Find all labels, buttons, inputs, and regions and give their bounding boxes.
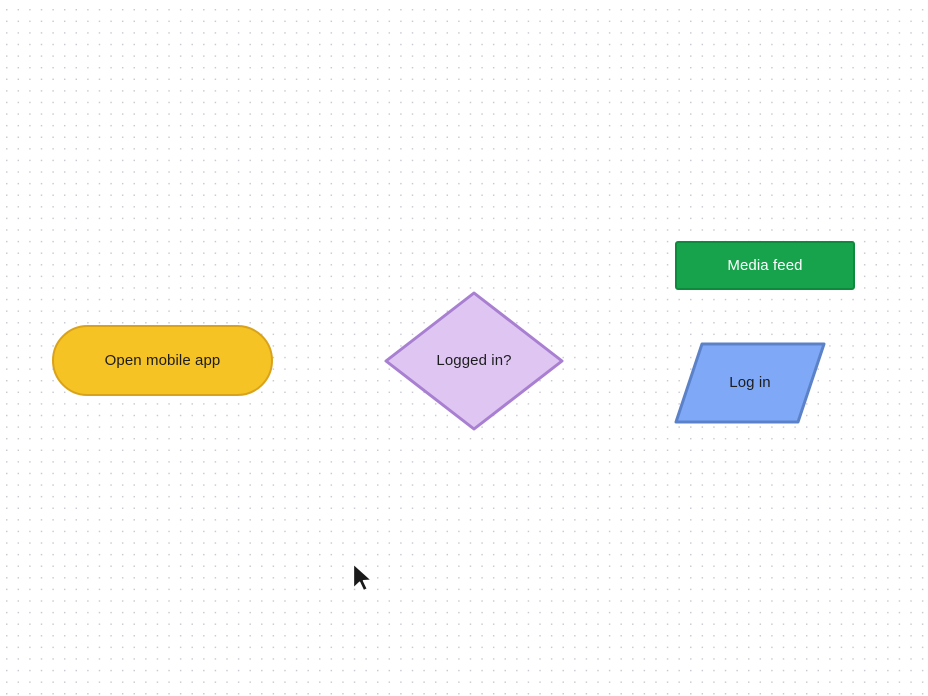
arrow-pointer-cursor [352, 563, 372, 592]
node-label-open-mobile-app: Open mobile app [104, 351, 221, 369]
flowchart-node-log-in[interactable]: Log in [674, 342, 826, 424]
flowchart-node-logged-in[interactable]: Logged in? [384, 291, 564, 431]
diamond-shape [384, 291, 564, 431]
node-label-media-feed: Media feed [727, 256, 803, 274]
flowchart-node-open-mobile-app[interactable]: Open mobile app [52, 325, 273, 396]
parallelogram-shape [674, 342, 826, 424]
flowchart-node-media-feed[interactable]: Media feed [675, 241, 855, 290]
node-label-logged-in: Logged in? [436, 352, 512, 369]
node-label-log-in: Log in [729, 374, 771, 391]
